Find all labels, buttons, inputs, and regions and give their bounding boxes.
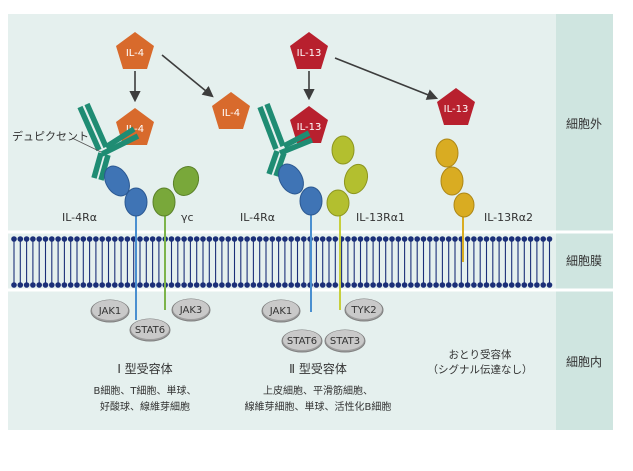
il4ra-receptor-left	[104, 165, 148, 320]
jak1-right: JAK1	[261, 299, 301, 323]
jak1-left: JAK1	[90, 299, 130, 323]
decoy-receptor-title: おとり受容体	[449, 348, 512, 361]
type1-cells-line2: 好酸球、線維芽細胞	[100, 400, 190, 413]
zone-label-column	[556, 14, 613, 430]
il4-ligand-free: IL-4	[212, 92, 250, 129]
arrow-il13-to-decoy	[334, 57, 439, 100]
svg-text:JAK1: JAK1	[269, 306, 293, 317]
antibody-left	[77, 102, 140, 181]
type1-cells-line1: B細胞、T細胞、単球、	[94, 384, 197, 397]
label-gamma-c: γc	[181, 211, 194, 224]
zone-label-intracellular: 細胞内	[566, 355, 602, 369]
membrane-zone	[8, 232, 556, 290]
type2-cells-line1: 上皮細胞、平滑筋細胞、	[263, 384, 373, 397]
svg-text:IL-4: IL-4	[126, 124, 144, 135]
decoy-receptor-note: （シグナル伝達なし）	[428, 363, 533, 376]
type2-title: Ⅱ 型受容体	[289, 361, 347, 376]
svg-text:TYK2: TYK2	[350, 305, 376, 316]
svg-text:STAT6: STAT6	[287, 336, 317, 347]
zone-label-membrane: 細胞膜	[566, 254, 602, 268]
svg-text:STAT6: STAT6	[135, 325, 165, 336]
tyk2: TYK2	[344, 298, 384, 322]
label-il13ra1: IL-13Rα1	[356, 211, 405, 224]
stat6-left: STAT6	[129, 318, 171, 342]
il13-ligand-top: IL-13	[290, 32, 328, 69]
svg-text:JAK1: JAK1	[98, 306, 122, 317]
dupixent-leader-line	[71, 137, 102, 153]
svg-text:IL-4: IL-4	[126, 48, 144, 59]
label-il4ra-left: IL-4Rα	[62, 211, 97, 224]
label-il4ra-right: IL-4Rα	[240, 211, 275, 224]
il13-ligand-decoy: IL-13	[437, 88, 475, 125]
il4-ligand-top: IL-4	[116, 32, 154, 69]
svg-text:IL-4: IL-4	[222, 108, 240, 119]
il13ra1-receptor	[326, 135, 369, 310]
dupixent-label: デュピクセント	[12, 129, 89, 143]
extracellular-zone	[8, 14, 556, 232]
lipid-bilayer	[11, 236, 553, 288]
svg-text:IL-13: IL-13	[297, 122, 322, 133]
il13-ligand-bound: IL-13	[290, 106, 328, 143]
type1-title: Ⅰ 型受容体	[117, 361, 172, 376]
svg-text:IL-13: IL-13	[297, 48, 322, 59]
type2-cells-line2: 線維芽細胞、単球、活性化B細胞	[245, 400, 392, 413]
svg-text:JAK3: JAK3	[179, 305, 203, 316]
jak3: JAK3	[171, 298, 211, 322]
antibody-right	[257, 103, 314, 177]
stat3: STAT3	[324, 329, 366, 353]
arrow-il4-to-free	[161, 54, 214, 98]
svg-text:STAT3: STAT3	[330, 336, 360, 347]
zone-label-extracellular: 細胞外	[566, 117, 602, 131]
label-il13ra2: IL-13Rα2	[484, 211, 533, 224]
gamma-c-receptor	[152, 165, 200, 310]
svg-text:IL-13: IL-13	[444, 104, 469, 115]
il13ra2-receptor	[435, 138, 475, 262]
stat6-right: STAT6	[281, 329, 323, 353]
il4ra-receptor-right	[278, 163, 323, 312]
